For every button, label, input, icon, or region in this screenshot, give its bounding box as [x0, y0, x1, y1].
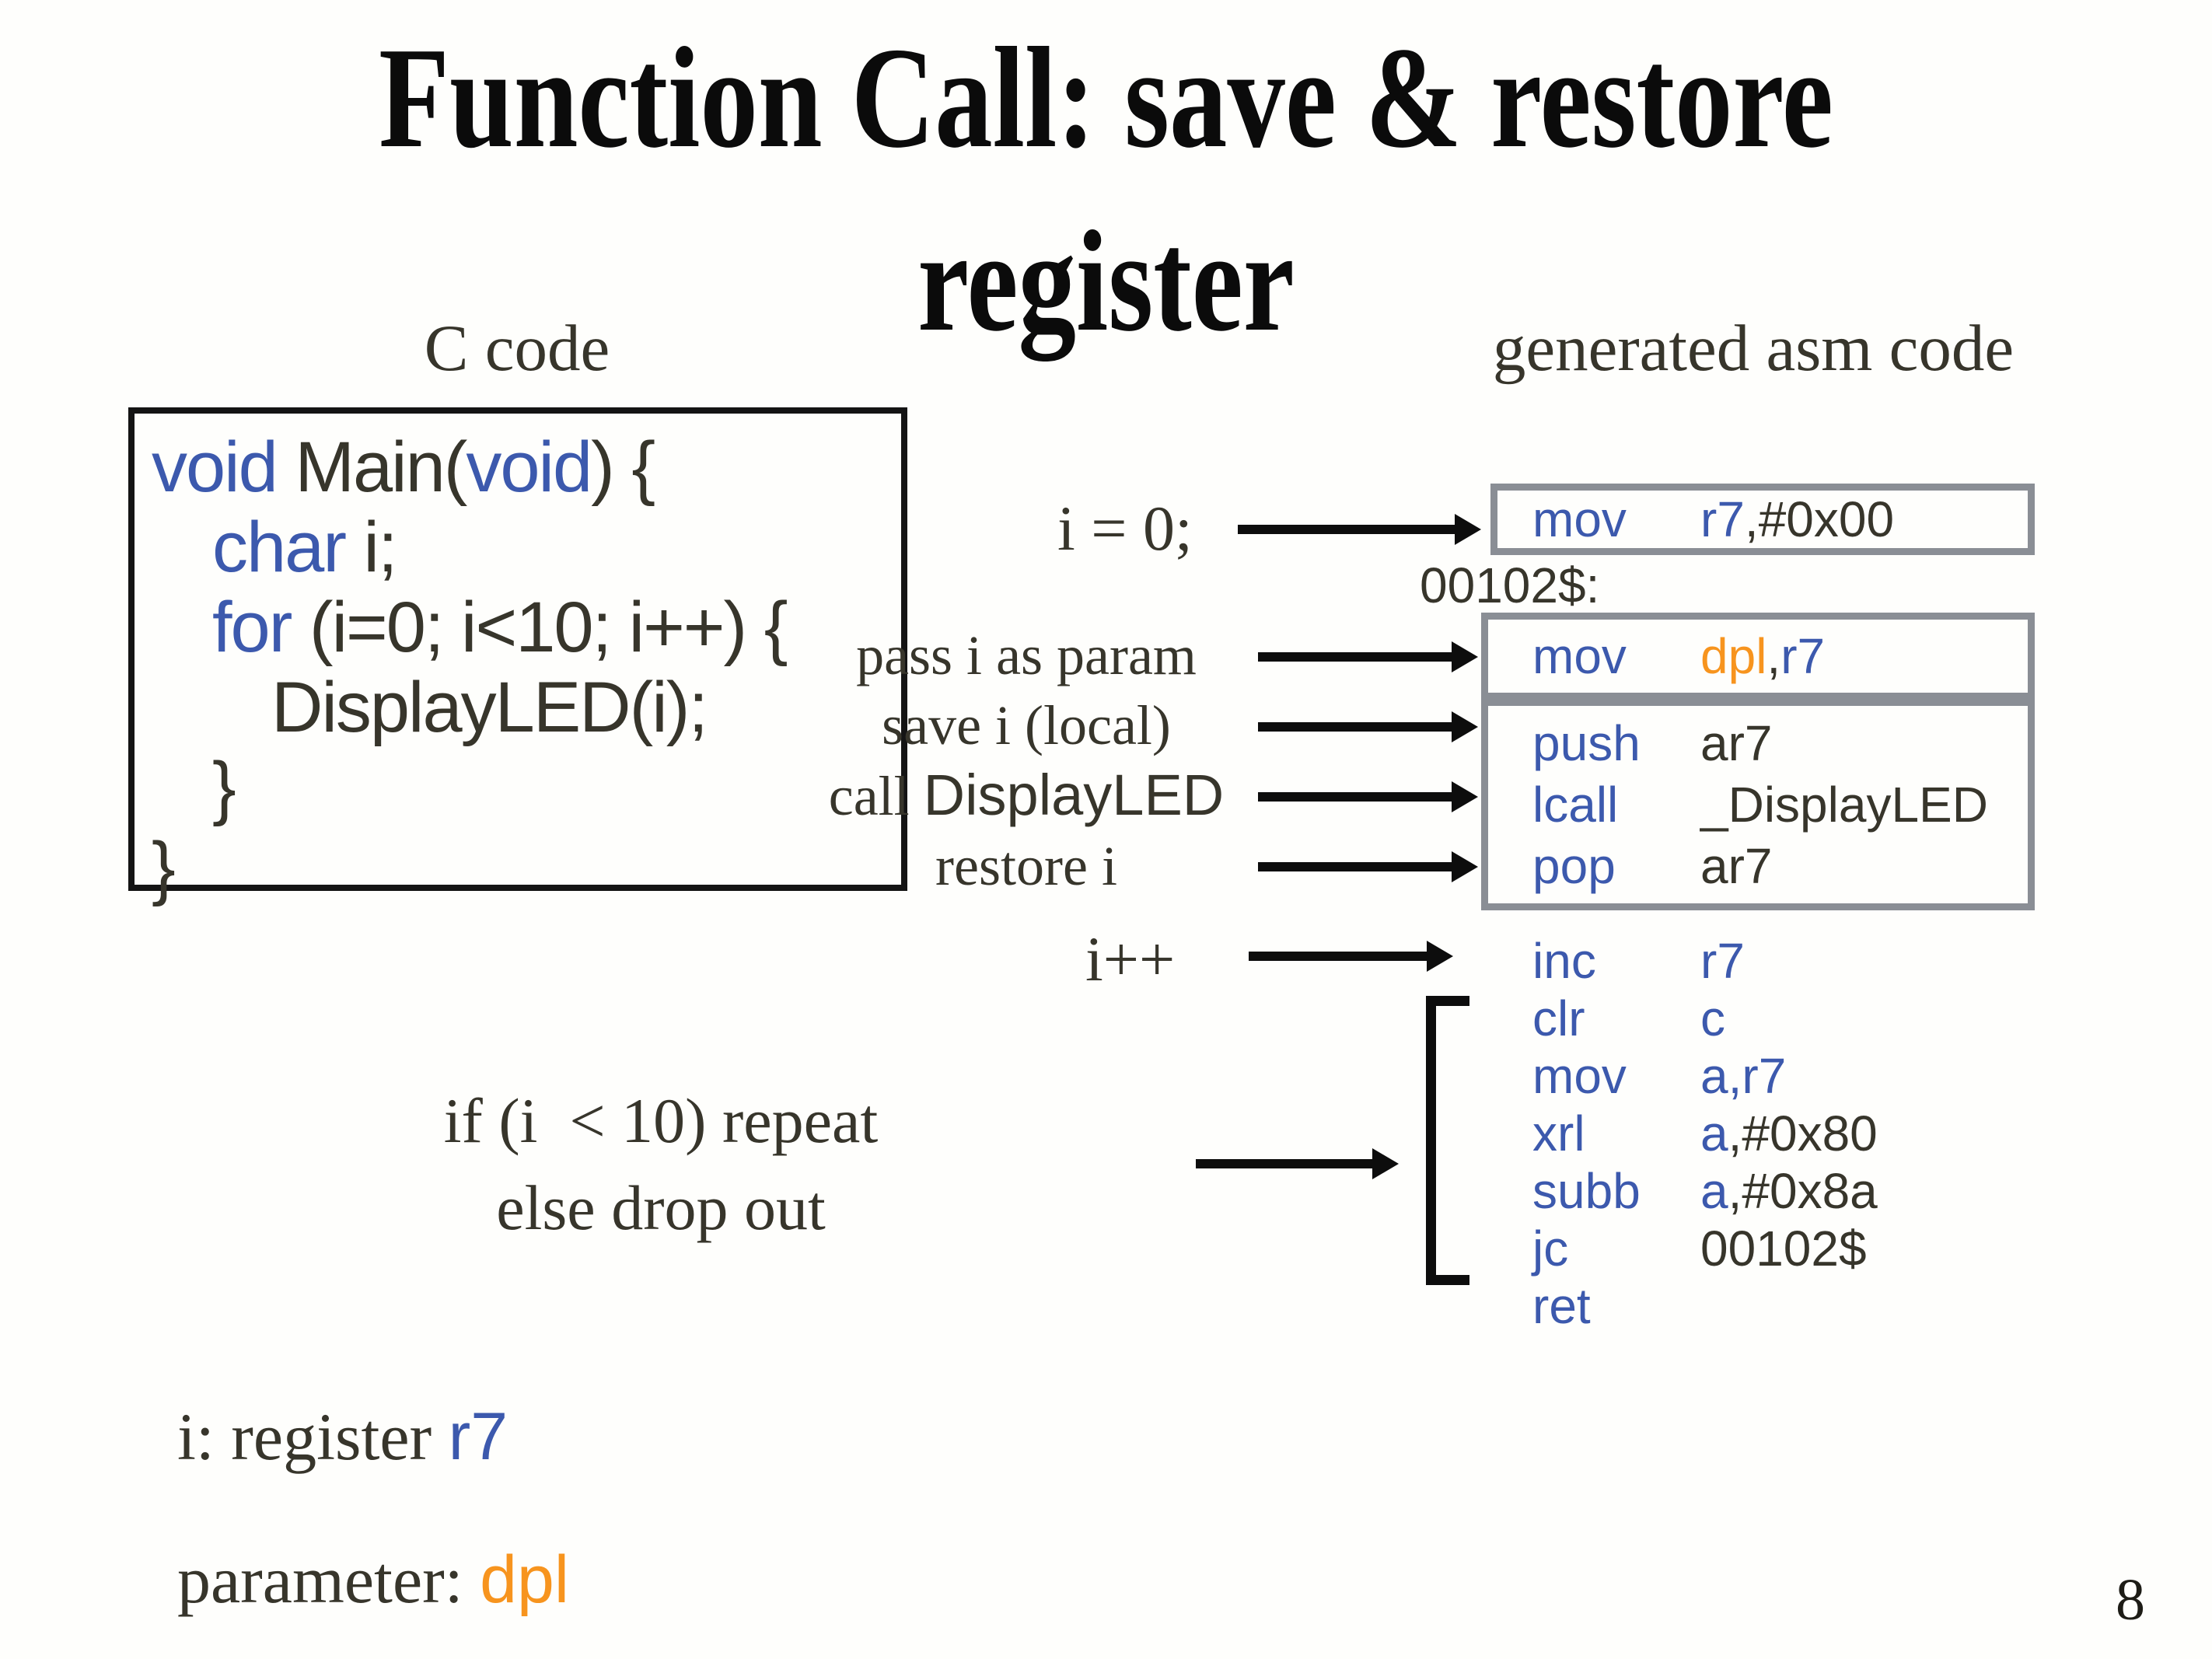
- annotation-restore-i: restore i: [935, 835, 1117, 897]
- annotation-pass-param: pass i as param: [856, 624, 1197, 686]
- parameter-note: parameter: dpl: [177, 1544, 569, 1615]
- asm-opcode: mov: [1532, 1048, 1627, 1104]
- c-code-line: }: [152, 828, 901, 908]
- asm-operand: ,#0x80: [1728, 1105, 1878, 1161]
- page-title-line2: register: [917, 201, 1295, 361]
- asm-operand: dpl: [1700, 628, 1767, 684]
- asm-opcode: ret: [1532, 1278, 1591, 1334]
- code-segment: (i=0; i<10; i++) {: [291, 588, 788, 667]
- asm-opcode: subb: [1532, 1163, 1641, 1219]
- asm-operand: r7: [1700, 933, 1745, 989]
- call-annotations: pass i as param save i (local) call Disp…: [809, 620, 1244, 901]
- asm-opcode: clr: [1532, 990, 1585, 1046]
- annotation-save-local: save i (local): [882, 694, 1171, 756]
- annotation-call-target: DisplayLED: [923, 763, 1225, 827]
- code-segment: void: [152, 428, 278, 507]
- asm-row: pop ar7: [1532, 837, 2028, 895]
- arrow-right-icon: [1196, 1159, 1373, 1168]
- arrow-right-icon: [1249, 952, 1427, 961]
- asm-operand: 00102$: [1700, 1221, 1867, 1277]
- asm-operand: a,r7: [1700, 1048, 1787, 1104]
- asm-row: mov r7,#0x00: [1532, 491, 2028, 548]
- c-code-header: C code: [424, 312, 610, 385]
- c-code-line: DisplayLED(i);: [271, 668, 901, 748]
- annotation-call-prefix: call: [828, 765, 924, 827]
- code-segment: }: [212, 748, 236, 827]
- c-code-line: for (i=0; i<10; i++) {: [212, 588, 901, 668]
- page-number: 8: [2116, 1567, 2145, 1633]
- code-segment: Main(: [276, 428, 467, 507]
- asm-operand: ,#0x8a: [1728, 1163, 1878, 1219]
- code-segment: void: [466, 428, 592, 507]
- asm-opcode: push: [1532, 714, 1641, 771]
- asm-row: clr c: [1532, 990, 1878, 1047]
- register-note-prefix: i: register: [177, 1399, 449, 1474]
- asm-row: ret: [1532, 1277, 1878, 1335]
- register-note: i: register r7: [177, 1401, 508, 1472]
- asm-operand: c: [1700, 990, 1725, 1046]
- asm-row: subb a,#0x8a: [1532, 1162, 1878, 1220]
- annotation-i-eq-0: i = 0;: [1057, 493, 1193, 564]
- asm-opcode: inc: [1532, 933, 1596, 989]
- asm-opcode: pop: [1532, 838, 1616, 895]
- code-segment: }: [152, 828, 176, 907]
- asm-operand: ,#0x00: [1744, 491, 1895, 547]
- asm-operand: ,: [1766, 628, 1781, 684]
- code-segment: for: [212, 588, 292, 667]
- asm-opcode: mov: [1532, 628, 1627, 684]
- annotation-else-drop: else drop out: [496, 1172, 826, 1243]
- asm-operand: r7: [1780, 628, 1826, 684]
- asm-row: inc r7: [1532, 932, 1878, 990]
- page-title-line1: Function Call: save & restore: [379, 18, 1833, 178]
- asm-box-init: mov r7,#0x00: [1490, 484, 2035, 555]
- asm-row: push ar7: [1532, 714, 2028, 772]
- loop-condition-annotations: if (i < 10) repeat else drop out: [420, 1077, 902, 1252]
- c-code-box: void Main(void) {char i;for (i=0; i<10; …: [128, 407, 907, 907]
- asm-operand: _DisplayLED: [1700, 776, 1988, 833]
- asm-opcode: mov: [1532, 491, 1627, 547]
- asm-row: jc 00102$: [1532, 1220, 1878, 1277]
- code-segment: char: [212, 508, 347, 587]
- code-segment: DisplayLED(i);: [271, 668, 708, 747]
- arrow-right-icon: [1258, 792, 1452, 802]
- asm-operand: a: [1700, 1105, 1728, 1161]
- asm-operand: r7: [1700, 491, 1745, 547]
- asm-opcode: lcall: [1532, 776, 1619, 833]
- loop-bracket: [1426, 996, 1469, 1285]
- asm-row: mov dpl,r7: [1532, 627, 2028, 685]
- asm-row: mov a,r7: [1532, 1047, 1878, 1105]
- arrow-right-icon: [1258, 722, 1452, 732]
- annotation-if-repeat: if (i < 10) repeat: [443, 1085, 879, 1156]
- c-code-line: }: [212, 748, 901, 828]
- asm-opcode: jc: [1532, 1221, 1569, 1277]
- code-segment: i;: [344, 508, 398, 587]
- register-note-value: r7: [448, 1399, 508, 1474]
- annotation-call-displayled: call DisplayLED: [809, 760, 1244, 831]
- asm-label-00102: 00102$:: [1420, 557, 1600, 613]
- c-code-line: void Main(void) {: [152, 428, 901, 508]
- asm-operand: a: [1700, 1163, 1728, 1219]
- parameter-note-value: dpl: [480, 1542, 569, 1617]
- asm-box-pass-param: mov dpl,r7: [1481, 613, 2035, 700]
- parameter-note-prefix: parameter:: [177, 1542, 480, 1617]
- asm-code-header: generated asm code: [1492, 312, 2015, 385]
- arrow-right-icon: [1258, 652, 1452, 662]
- arrow-right-icon: [1258, 862, 1452, 871]
- asm-row: xrl a,#0x80: [1532, 1105, 1878, 1162]
- asm-loop-rows: inc r7 clr c mov a,r7 xrl a,#0x80 subb a,#0x8a jc 0…: [1532, 932, 1878, 1335]
- asm-operand: ar7: [1700, 714, 1773, 771]
- asm-opcode: xrl: [1532, 1105, 1585, 1161]
- c-code-line: char i;: [212, 508, 901, 588]
- arrow-right-icon: [1238, 525, 1455, 534]
- annotation-i-plus-plus: i++: [1085, 924, 1176, 994]
- code-segment: ) {: [591, 428, 655, 507]
- asm-operand: ar7: [1700, 838, 1773, 895]
- asm-row: lcall _DisplayLED: [1532, 776, 2028, 833]
